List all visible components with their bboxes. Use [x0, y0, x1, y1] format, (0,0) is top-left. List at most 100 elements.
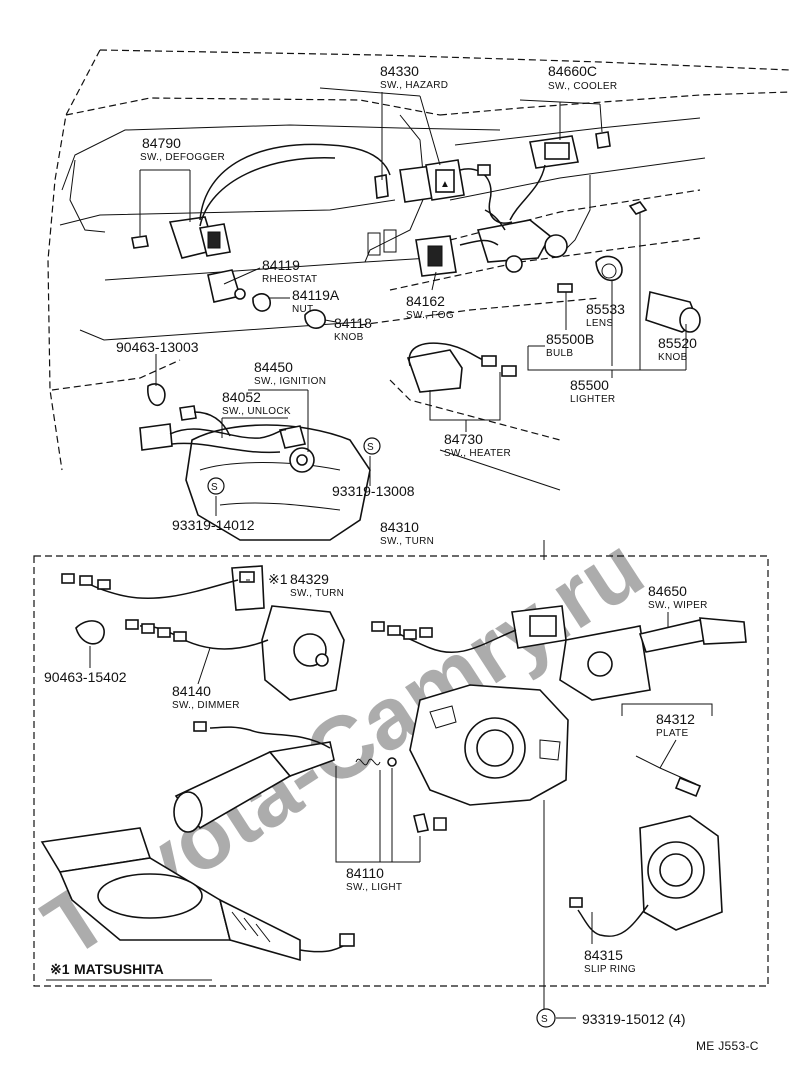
- callout-84730: 84730 SW., HEATER: [444, 431, 511, 459]
- rheostat-drawing: [207, 269, 326, 329]
- callout-84052: 84052 SW., UNLOCK: [222, 389, 291, 417]
- turn-switch-drawing: [61, 565, 265, 611]
- svg-text:84730: 84730: [444, 431, 483, 447]
- hazard-triangle-icon: ▲: [440, 179, 450, 190]
- svg-text:84315: 84315: [584, 947, 623, 963]
- callout-84660C: 84660C SW., COOLER: [548, 63, 617, 92]
- svg-text:LENS: LENS: [586, 318, 613, 329]
- svg-text:SLIP RING: SLIP RING: [584, 964, 636, 975]
- svg-text:SW., FOG: SW., FOG: [406, 310, 454, 321]
- svg-text:85520: 85520: [658, 335, 697, 351]
- callout-84310: 84310 SW., TURN: [380, 519, 434, 547]
- callout-84118: 84118 KNOB: [334, 315, 372, 343]
- callout-93319-14012: 93319-14012: [172, 517, 255, 533]
- svg-text:SW., HAZARD: SW., HAZARD: [380, 80, 448, 91]
- fog-switch-drawing: [415, 235, 457, 277]
- callout-85500B: 85500B BULB: [546, 331, 594, 359]
- callout-84140: 84140 SW., DIMMER: [172, 683, 240, 711]
- matsushita-variant-drawing: [40, 827, 355, 962]
- svg-text:SW., DEFOGGER: SW., DEFOGGER: [140, 152, 225, 163]
- callout-84790: 84790 SW., DEFOGGER: [140, 135, 225, 163]
- svg-text:93319-14012: 93319-14012: [172, 517, 255, 533]
- svg-text:84110: 84110: [346, 865, 384, 881]
- svg-text:84329: 84329: [290, 571, 329, 587]
- callout-84650: 84650 SW., WIPER: [648, 583, 708, 611]
- callout-85533: 85533 LENS: [586, 301, 625, 329]
- cooler-switch-drawing: [509, 131, 611, 221]
- svg-text:SW., LIGHT: SW., LIGHT: [346, 882, 402, 893]
- svg-text:KNOB: KNOB: [658, 352, 688, 363]
- svg-text:SW., DIMMER: SW., DIMMER: [172, 700, 240, 711]
- svg-text:SW., IGNITION: SW., IGNITION: [254, 376, 326, 387]
- turn-switch-housing-drawing: [409, 684, 569, 806]
- svg-text:NUT: NUT: [292, 304, 313, 315]
- clip-90463-drawing: [75, 620, 105, 645]
- svg-text:93319-15012 (4): 93319-15012 (4): [582, 1011, 686, 1027]
- callout-93319-13008: 93319-13008: [332, 483, 415, 499]
- svg-text:SW., TURN: SW., TURN: [290, 588, 344, 599]
- callout-93319-15012: 93319-15012 (4): [582, 1011, 686, 1027]
- svg-text:84052: 84052: [222, 389, 261, 405]
- svg-text:84119A: 84119A: [292, 287, 340, 303]
- svg-text:84790: 84790: [142, 135, 181, 151]
- svg-text:85533: 85533: [586, 301, 625, 317]
- dashboard-panel-outline: [47, 49, 791, 491]
- callout-84450: 84450 SW., IGNITION: [254, 359, 326, 387]
- svg-text:RHEOSTAT: RHEOSTAT: [262, 274, 317, 285]
- screw-symbol-93319-15012: S: [536, 1008, 556, 1028]
- callout-90463-13003: 90463-13003: [116, 339, 199, 355]
- screw-symbol-93319-14012: S: [207, 477, 225, 495]
- maker-note: ※1 MATSUSHITA: [46, 961, 212, 981]
- svg-text:PLATE: PLATE: [656, 728, 688, 739]
- svg-text:※1: ※1: [268, 571, 288, 587]
- callout-84329: ※1 84329 SW., TURN: [268, 571, 344, 599]
- callout-84110: 84110 SW., LIGHT: [346, 865, 402, 893]
- callout-84162: 84162 SW., FOG: [406, 293, 454, 321]
- drawing-code: ME J553-C: [696, 1039, 759, 1053]
- combination-switch-box: [33, 555, 769, 987]
- svg-text:84310: 84310: [380, 519, 419, 535]
- svg-text:84312: 84312: [656, 711, 695, 727]
- svg-text:LIGHTER: LIGHTER: [570, 394, 615, 405]
- svg-text:S: S: [541, 1014, 548, 1025]
- svg-text:SW., UNLOCK: SW., UNLOCK: [222, 406, 291, 417]
- svg-text:84118: 84118: [334, 315, 372, 331]
- lighter-drawing: [557, 201, 701, 333]
- svg-text:90463-15402: 90463-15402: [44, 669, 127, 685]
- svg-text:S: S: [367, 442, 374, 453]
- wiper-switch-drawing: [371, 605, 747, 701]
- plate-drawing: [635, 755, 702, 798]
- svg-text:93319-13008: 93319-13008: [332, 483, 415, 499]
- callout-84312: 84312 PLATE: [656, 711, 695, 739]
- callout-84119: 84119 RHEOSTAT: [262, 257, 317, 285]
- svg-text:84140: 84140: [172, 683, 211, 699]
- heater-control-drawing: [406, 209, 568, 393]
- svg-text:SW., TURN: SW., TURN: [380, 536, 434, 547]
- svg-text:84119: 84119: [262, 257, 300, 273]
- light-switch-drawing: [173, 721, 447, 833]
- callout-90463-15402: 90463-15402: [44, 669, 127, 685]
- dimmer-switch-drawing: [125, 605, 345, 701]
- svg-text:SW., WIPER: SW., WIPER: [648, 600, 708, 611]
- svg-text:84162: 84162: [406, 293, 445, 309]
- callout-85520: 85520 KNOB: [658, 335, 697, 363]
- svg-text:BULB: BULB: [546, 348, 573, 359]
- callout-84119A: 84119A NUT: [292, 287, 340, 315]
- svg-text:84660C: 84660C: [548, 63, 597, 79]
- slip-ring-drawing: [569, 815, 723, 937]
- svg-text:MATSUSHITA: MATSUSHITA: [74, 961, 164, 977]
- svg-text:84450: 84450: [254, 359, 293, 375]
- callout-84315: 84315 SLIP RING: [584, 947, 636, 975]
- svg-text:85500: 85500: [570, 377, 609, 393]
- ignition-switch-drawing: [139, 383, 371, 541]
- svg-text:※1: ※1: [50, 961, 70, 977]
- svg-text:84330: 84330: [380, 63, 419, 79]
- svg-text:SW., COOLER: SW., COOLER: [548, 81, 617, 92]
- svg-text:SW., HEATER: SW., HEATER: [444, 448, 511, 459]
- defogger-switch-drawing: [131, 143, 391, 259]
- leader-lines: [89, 87, 713, 1019]
- svg-text:84650: 84650: [648, 583, 687, 599]
- svg-text:S: S: [211, 482, 218, 493]
- callout-85500: 85500 LIGHTER: [570, 377, 615, 405]
